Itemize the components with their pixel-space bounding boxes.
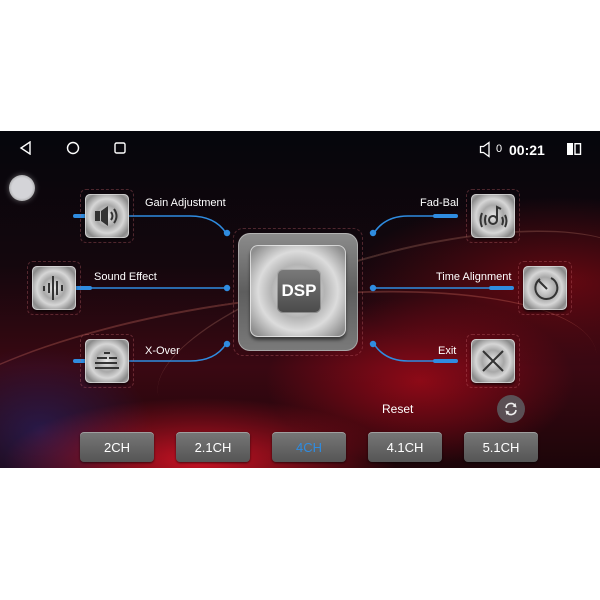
time-alignment-label: Time Alignment	[436, 271, 512, 283]
fad-bal-button[interactable]	[466, 189, 520, 243]
fader-balance-icon	[479, 205, 508, 228]
sound-effect-label: Sound Effect	[94, 271, 157, 283]
clock-icon	[534, 277, 559, 300]
clock-time: 00:21	[509, 142, 545, 158]
reset-button[interactable]	[497, 395, 525, 423]
fad-bal-label: Fad-Bal	[420, 197, 459, 209]
floating-assistive-ball[interactable]	[9, 175, 35, 201]
volume-value: 0	[496, 143, 503, 155]
x-over-button[interactable]	[80, 334, 134, 388]
channel-2-1ch-button[interactable]: 2.1CH	[176, 432, 250, 462]
speaker-icon	[95, 206, 118, 226]
channel-4-1ch-button[interactable]: 4.1CH	[368, 432, 442, 462]
connector-lines	[67, 214, 514, 363]
sound-effect-button[interactable]	[27, 261, 81, 315]
channel-2ch-button[interactable]: 2CH	[80, 432, 154, 462]
exit-button[interactable]	[466, 334, 520, 388]
gain-adjustment-button[interactable]	[80, 189, 134, 243]
refresh-icon	[505, 402, 517, 416]
x-over-label: X-Over	[145, 345, 180, 357]
gain-adjustment-label: Gain Adjustment	[145, 197, 226, 209]
split-screen-icon[interactable]	[566, 142, 582, 156]
speaker-icon[interactable]	[479, 141, 493, 158]
reset-label: Reset	[382, 402, 414, 416]
dsp-screen: 0 00:21	[0, 131, 600, 468]
recents-square-icon[interactable]	[113, 141, 127, 155]
crossover-icon	[95, 352, 119, 369]
time-alignment-button[interactable]	[518, 261, 572, 315]
channel-5-1ch-button[interactable]: 5.1CH	[464, 432, 538, 462]
dsp-center-button[interactable]: DSP	[233, 228, 363, 356]
exit-label: Exit	[438, 345, 457, 357]
waveform-icon	[43, 276, 63, 300]
home-circle-icon[interactable]	[66, 141, 80, 155]
dsp-label: DSP	[277, 269, 321, 313]
channel-4ch-button[interactable]: 4CH	[272, 432, 346, 462]
back-triangle-icon[interactable]	[19, 141, 33, 155]
close-icon	[482, 350, 504, 372]
